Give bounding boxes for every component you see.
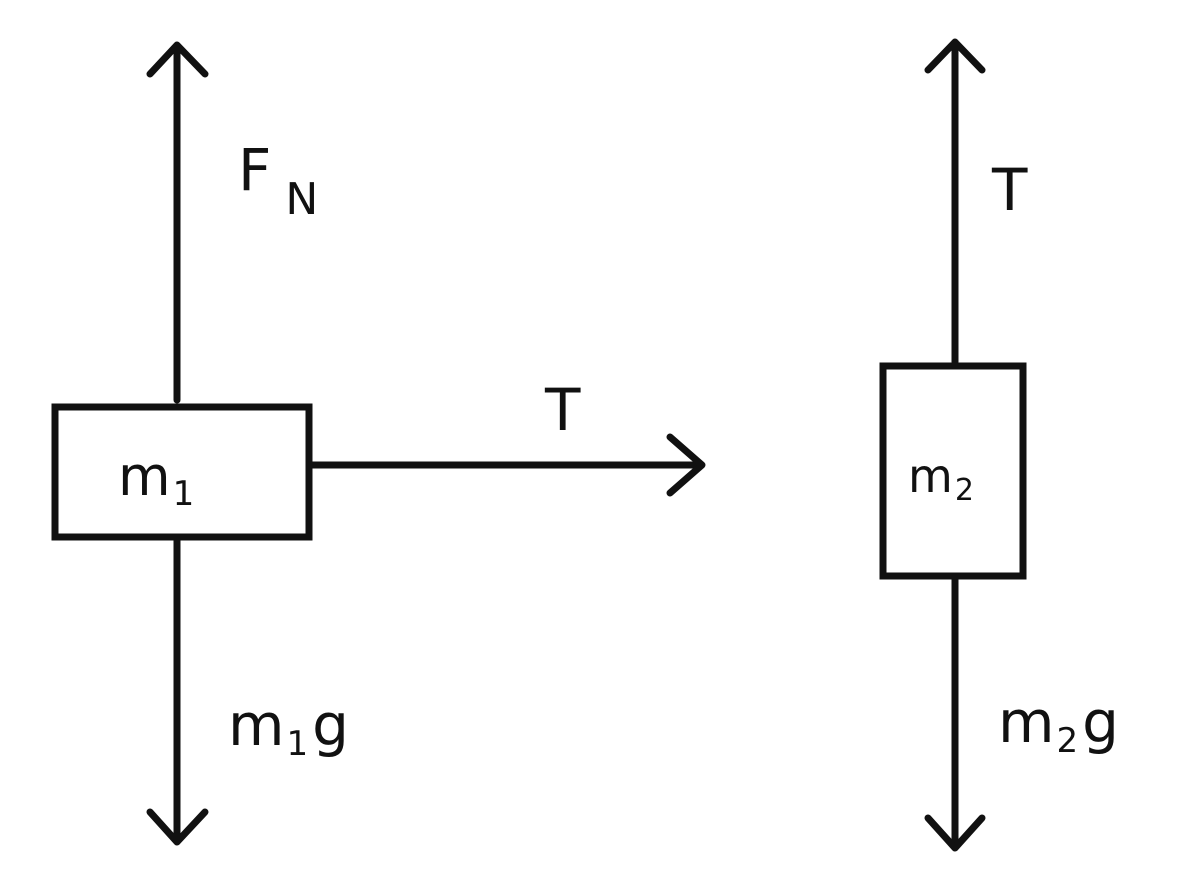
weight-label-right: m2g <box>998 688 1119 761</box>
block-m2-label: m2 <box>908 449 974 508</box>
tension-arrowhead-vertical <box>924 38 986 74</box>
normal-force-arrowhead <box>146 41 209 78</box>
tension-label-vertical: T <box>991 156 1028 224</box>
block-m2 <box>879 362 1027 580</box>
weight-arrowhead-left <box>146 808 209 846</box>
tension-label-horizontal: T <box>544 376 581 444</box>
weight-arrowhead-right <box>924 814 986 852</box>
block-m1-label: m1 <box>118 445 194 514</box>
block-m1 <box>51 403 313 541</box>
right-body-group: m2 T m2g <box>879 38 1119 852</box>
tension-arrowhead-horizontal <box>666 433 706 497</box>
weight-label-left: m1g <box>228 691 349 764</box>
